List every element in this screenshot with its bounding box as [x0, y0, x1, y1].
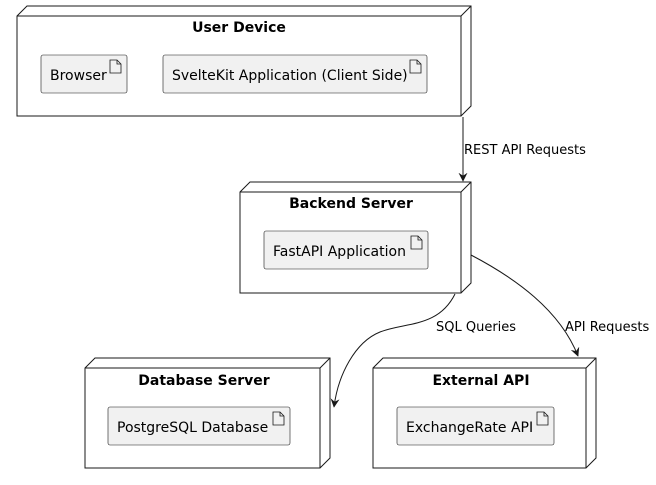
edge-label-rest-api-requests: REST API Requests [464, 143, 586, 158]
node-user-device: User Device Browser SvelteKit Applicatio… [16, 5, 472, 117]
artifact-sveltekit-app: SvelteKit Application (Client Side) [162, 54, 428, 94]
node-backend-server: Backend Server FastAPI Application [239, 181, 472, 294]
artifact-fastapi-app: FastAPI Application [263, 230, 429, 270]
artifact-label-exchangerate-api: ExchangeRate API [406, 420, 533, 436]
node-title-external-api: External API [432, 373, 529, 389]
artifact-label-fastapi-app: FastAPI Application [273, 244, 406, 260]
edge-label-sql-queries: SQL Queries [436, 320, 516, 335]
artifact-icon [410, 235, 423, 250]
node-title-database-server: Database Server [138, 373, 269, 389]
artifact-label-postgresql-db: PostgreSQL Database [117, 420, 268, 436]
artifact-browser: Browser [40, 54, 128, 94]
artifact-icon [109, 59, 122, 74]
artifact-icon [536, 411, 549, 426]
node-title-backend-server: Backend Server [289, 196, 413, 212]
edge-sql-queries: SQL Queries [330, 293, 516, 408]
node-title-user-device: User Device [192, 20, 286, 36]
artifact-label-sveltekit-app: SvelteKit Application (Client Side) [172, 68, 408, 84]
edge-rest-api-requests: REST API Requests [458, 117, 586, 182]
artifact-icon [272, 411, 285, 426]
node-external-api: External API ExchangeRate API [372, 357, 597, 469]
edge-label-api-requests: API Requests [565, 320, 650, 335]
node-database-server: Database Server PostgreSQL Database [84, 357, 331, 469]
artifact-postgresql-db: PostgreSQL Database [107, 406, 291, 446]
artifact-icon [409, 59, 422, 74]
artifact-exchangerate-api: ExchangeRate API [396, 406, 555, 446]
edge-api-requests: API Requests [470, 254, 650, 357]
artifact-label-browser: Browser [50, 68, 107, 84]
